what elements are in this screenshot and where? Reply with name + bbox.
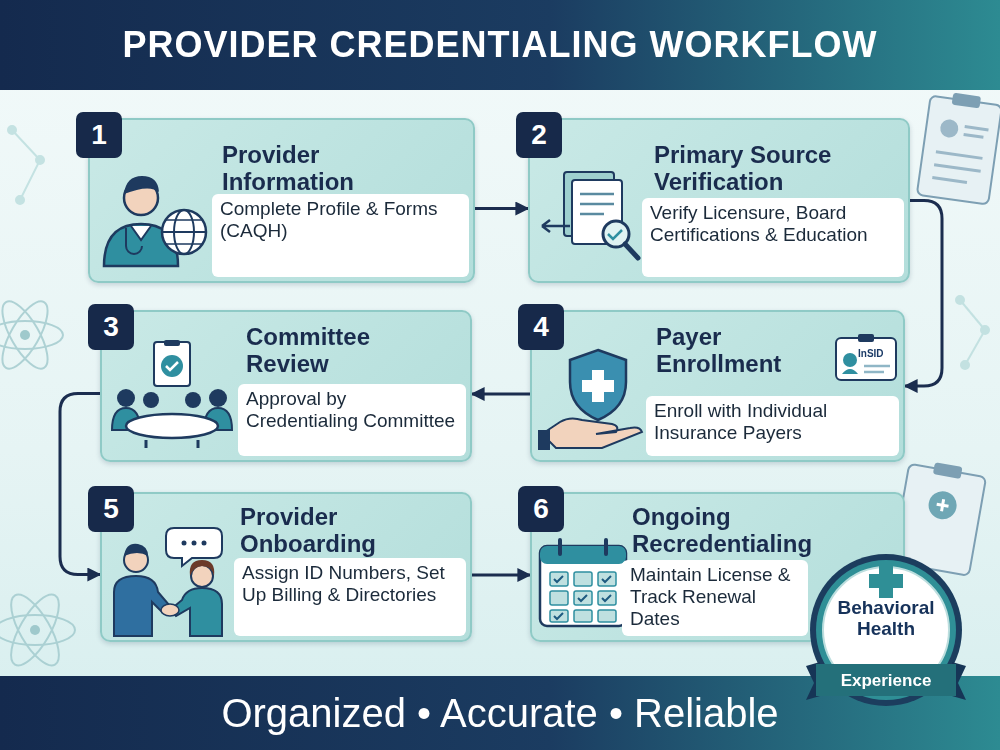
flow-arrow	[472, 393, 530, 396]
body-panel: Maintain License & Track Renewal Dates	[622, 560, 808, 636]
step-box: 4Payer EnrollmentEnroll with Individual …	[530, 310, 905, 462]
step-description: Maintain License & Track Renewal Dates	[630, 564, 800, 630]
step-box: 2Primary Source VerificationVerify Licen…	[528, 118, 910, 283]
step-description: Verify Licensure, Board Certifications &…	[650, 202, 896, 246]
step-number: 6	[518, 486, 564, 532]
body-panel: Verify Licensure, Board Certifications &…	[642, 198, 904, 277]
id-card-text: InSID	[858, 348, 884, 360]
step-box: 1Provider InformationComplete Profile & …	[88, 118, 475, 283]
step-box: 3Committee ReviewApproval by Credentiali…	[100, 310, 472, 462]
step-heading: Payer Enrollment	[656, 324, 826, 378]
step-description: Enroll with Individual Insurance Payers	[654, 400, 891, 444]
body-panel: Enroll with Individual Insurance Payers	[646, 396, 899, 456]
handshake-icon	[104, 524, 234, 639]
calendar-icon	[536, 536, 636, 636]
step-description: Assign ID Numbers, Set Up Billing & Dire…	[242, 562, 458, 606]
doctor-icon	[96, 162, 216, 272]
flow-arrow	[475, 207, 528, 210]
shield-hand-icon	[538, 342, 658, 452]
step-number: 4	[518, 304, 564, 350]
step-heading: Provider Onboarding	[240, 504, 430, 558]
ribbon-text: Experience	[810, 670, 962, 692]
step-heading: Primary Source Verification	[654, 142, 904, 196]
committee-icon	[106, 340, 236, 450]
step-number: 3	[88, 304, 134, 350]
flow-arrow	[60, 394, 100, 575]
step-heading: Ongoing Recredentialing	[632, 504, 902, 558]
step-number: 1	[76, 112, 122, 158]
documents-icon	[534, 158, 654, 268]
flow-arrow	[472, 574, 530, 577]
badge-heading: Behavioral Health	[828, 598, 944, 640]
body-panel: Assign ID Numbers, Set Up Billing & Dire…	[234, 558, 466, 636]
step-description: Approval by Credentialing Committee	[246, 388, 458, 432]
step-box: 5Provider OnboardingAssign ID Numbers, S…	[100, 492, 472, 642]
flow-arrow	[905, 201, 942, 387]
step-description: Complete Profile & Forms (CAQH)	[220, 198, 461, 242]
diagram-title: PROVIDER CREDENTIALING WORKFLOW	[0, 0, 1000, 90]
experience-badge: Behavioral HealthExperience	[806, 550, 966, 718]
body-panel: Complete Profile & Forms (CAQH)	[212, 194, 469, 277]
step-heading: Committee Review	[246, 324, 416, 378]
body-panel: Approval by Credentialing Committee	[238, 384, 466, 456]
step-heading: Provider Information	[222, 142, 422, 196]
step-number: 2	[516, 112, 562, 158]
step-number: 5	[88, 486, 134, 532]
